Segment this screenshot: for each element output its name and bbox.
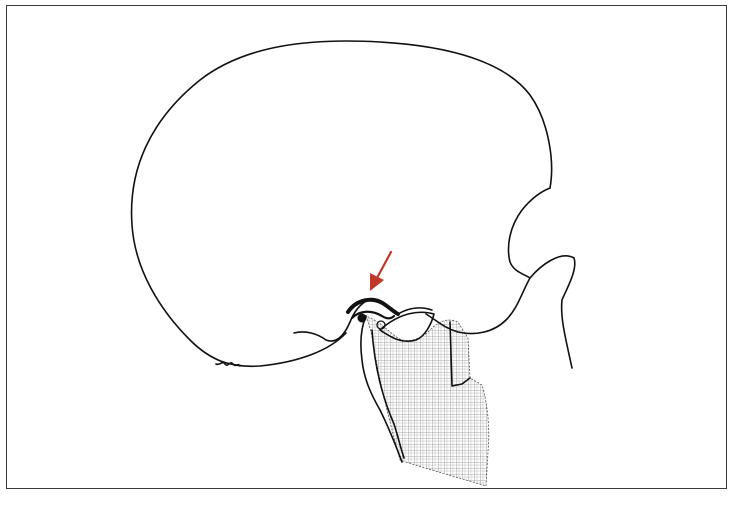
red-arrow-indicator [370,252,391,291]
mandible [366,316,489,486]
mandibular-condyle [358,314,367,323]
cranium-outline [132,41,552,366]
cranial-base [294,300,368,341]
